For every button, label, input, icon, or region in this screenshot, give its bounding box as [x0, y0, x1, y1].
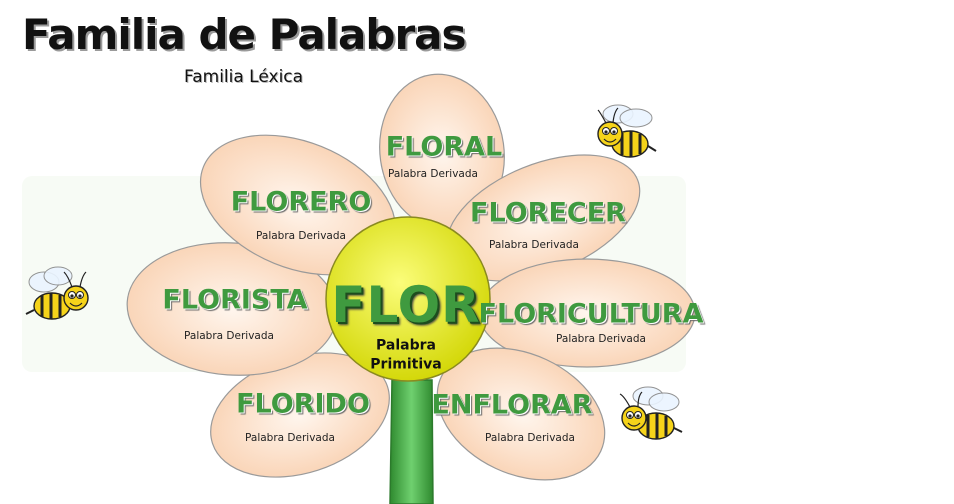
petal-label-florecer: Palabra Derivada: [489, 239, 579, 251]
petal-word-florista: FLORISTA: [162, 284, 308, 316]
bee-icon: [597, 104, 657, 158]
page-title: Familia de Palabras: [22, 10, 467, 59]
bee-icon: [619, 386, 683, 440]
petal-word-florido: FLORIDO: [236, 388, 370, 420]
petal-word-florero: FLORERO: [230, 186, 372, 218]
petal-label-florido: Palabra Derivada: [245, 432, 335, 444]
bee-icon: [25, 266, 89, 320]
petal-word-enflorar: ENFLORAR: [431, 389, 593, 421]
petal-word-floral: FLORAL: [385, 131, 503, 163]
center-label-line1: Palabra: [376, 337, 436, 354]
flower-stem: [389, 379, 434, 504]
center-word: FLOR: [331, 276, 481, 334]
petals: [126, 73, 696, 481]
petal-enflorar: [436, 347, 606, 481]
petal-label-floricultura: Palabra Derivada: [556, 333, 646, 345]
petal-label-florero: Palabra Derivada: [256, 230, 346, 242]
petal-label-enflorar: Palabra Derivada: [485, 432, 575, 444]
center-label-line2: Primitiva: [370, 356, 442, 373]
petal-label-floral: Palabra Derivada: [388, 168, 478, 180]
petal-label-florista: Palabra Derivada: [184, 330, 274, 342]
flower-center: [325, 216, 491, 382]
petal-word-floricultura: FLORICULTURA: [478, 298, 704, 330]
petal-word-florecer: FLORECER: [470, 197, 626, 229]
page-subtitle: Familia Léxica: [184, 67, 304, 87]
